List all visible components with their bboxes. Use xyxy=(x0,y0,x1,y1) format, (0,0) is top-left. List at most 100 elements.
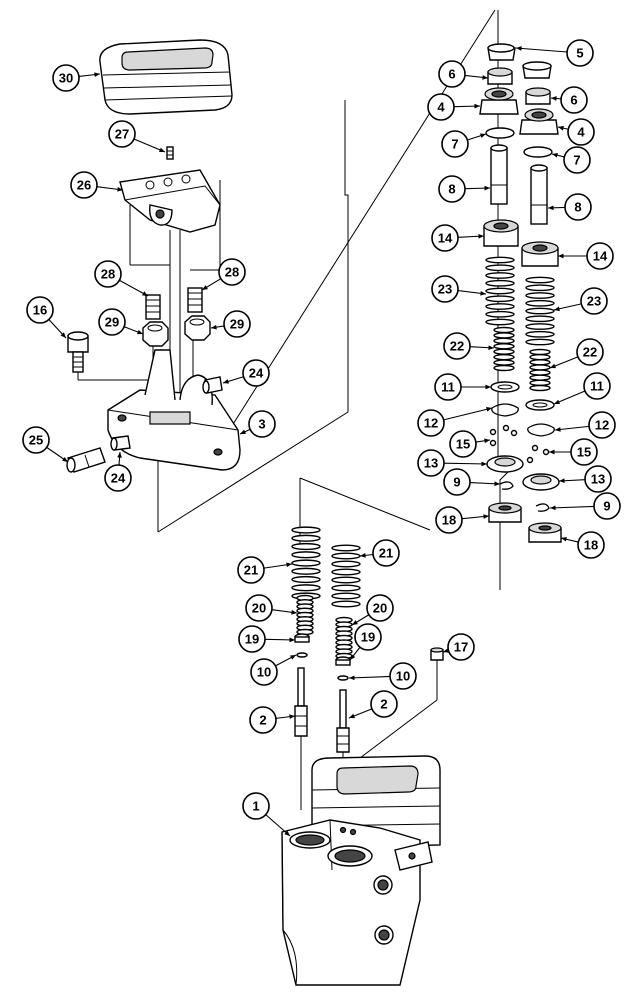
callout-spring-outer-left: 23 xyxy=(431,275,459,303)
callout-circle xyxy=(438,60,466,88)
callout-circle xyxy=(22,426,50,454)
callout-o-ring-right: 7 xyxy=(563,146,591,174)
callout-nut-left: 29 xyxy=(98,308,126,336)
callout-circle xyxy=(248,410,276,438)
spring-coil xyxy=(525,276,555,284)
callout-circle xyxy=(354,623,382,651)
spring-coil xyxy=(529,369,551,376)
spring-coil xyxy=(331,584,361,592)
callout-circle xyxy=(447,633,475,661)
callout-label: 10 xyxy=(257,665,271,680)
callout-o-ring-left: 7 xyxy=(441,130,469,158)
callout-label: 23 xyxy=(438,282,452,297)
callout-label: 27 xyxy=(115,127,129,142)
callout-label: 2 xyxy=(259,713,266,728)
leader-clip-right xyxy=(549,505,595,509)
callout-spring-outer-right: 23 xyxy=(580,287,608,315)
callout-label: 4 xyxy=(437,100,445,115)
spring-coil xyxy=(291,559,321,567)
bushings xyxy=(110,376,223,451)
arrowhead-spring-inner-left xyxy=(488,345,494,351)
callout-spool-left: 2 xyxy=(249,706,277,734)
callout-lever-cam-plate: 26 xyxy=(70,171,98,199)
arrowhead-valve-body xyxy=(284,830,290,836)
callout-circle xyxy=(431,224,459,252)
spring-coil xyxy=(529,353,551,361)
spool-washers xyxy=(294,633,351,681)
callout-label: 13 xyxy=(424,456,438,471)
callout-label: 7 xyxy=(573,153,580,168)
arrowhead-set-screw-left xyxy=(142,291,148,296)
callout-push-rod-left: 8 xyxy=(438,175,466,203)
callout-label: 19 xyxy=(245,632,259,647)
callout-clip-right: 9 xyxy=(593,492,621,520)
callout-pin: 25 xyxy=(22,426,50,454)
spring-coil xyxy=(331,592,361,600)
spring-coil xyxy=(331,560,361,568)
callout-circle xyxy=(566,39,594,67)
arrowhead-push-rod-left xyxy=(484,185,490,191)
arrowhead-shim-right xyxy=(349,675,355,681)
callout-return-spring-left: 21 xyxy=(237,556,265,584)
arrowhead-bushing-left xyxy=(482,75,488,80)
callout-circle xyxy=(417,409,445,437)
callout-circle xyxy=(435,506,463,534)
callout-circle xyxy=(108,120,136,148)
arrowhead-nut-left xyxy=(137,329,143,335)
callout-circle xyxy=(98,308,126,336)
callout-circle xyxy=(26,296,54,324)
callout-plug-right: 4 xyxy=(567,118,595,146)
callout-label: 9 xyxy=(453,475,460,490)
arrowhead-spring-seat-left xyxy=(478,233,484,239)
spring-coil xyxy=(493,337,515,345)
callout-label: 11 xyxy=(441,380,455,395)
callout-label: 21 xyxy=(379,546,393,561)
spring-coil xyxy=(525,284,555,292)
callout-circle xyxy=(567,118,595,146)
arrowhead-return-spring-right xyxy=(360,553,366,558)
callout-label: 24 xyxy=(111,471,126,486)
callout-label: 5 xyxy=(576,46,583,61)
spring-coil xyxy=(485,264,515,272)
callout-circle xyxy=(238,625,266,653)
callout-label: 10 xyxy=(396,669,410,684)
callout-label: 23 xyxy=(587,294,601,309)
spring-coil xyxy=(525,315,555,323)
callout-label: 14 xyxy=(438,231,453,246)
callout-circle xyxy=(588,411,616,439)
arrowhead-seat-right xyxy=(561,536,567,542)
callout-shim-left: 10 xyxy=(250,658,278,686)
spring-coil xyxy=(525,323,555,330)
callout-circle xyxy=(438,175,466,203)
callout-clip-left: 9 xyxy=(443,468,471,496)
callout-label: 3 xyxy=(258,417,265,432)
spring-coil xyxy=(291,551,321,559)
callout-label: 29 xyxy=(230,317,244,332)
callout-pilot-spring-right: 20 xyxy=(366,594,394,622)
arrowhead-spring-inner-right xyxy=(550,363,556,369)
spring-coil xyxy=(493,332,515,339)
callout-base-plate: 3 xyxy=(248,410,276,438)
callout-label: 12 xyxy=(595,418,609,433)
arrowhead-bushing-lower xyxy=(117,452,122,458)
arrowhead-shim-left xyxy=(290,655,296,660)
arrowhead-seal xyxy=(516,46,522,51)
rubber-boot xyxy=(99,39,233,115)
callout-pilot-spring-left: 20 xyxy=(245,594,273,622)
right-column-parts xyxy=(479,43,559,267)
leader-retainer-left xyxy=(443,462,488,465)
callout-ball-left: 15 xyxy=(449,430,477,458)
callout-circle xyxy=(564,193,592,221)
leader-lines xyxy=(46,46,595,837)
callout-label: 18 xyxy=(442,513,456,528)
arrowhead-spool-left xyxy=(289,714,295,720)
callout-spring-washer-left: 19 xyxy=(238,625,266,653)
spring-coil xyxy=(485,303,515,310)
callout-circle xyxy=(389,662,417,690)
spring-coil xyxy=(485,310,515,318)
arrowhead-washer-left xyxy=(485,384,491,390)
spring-coil xyxy=(493,359,515,366)
callout-bushing-left: 6 xyxy=(438,60,466,88)
